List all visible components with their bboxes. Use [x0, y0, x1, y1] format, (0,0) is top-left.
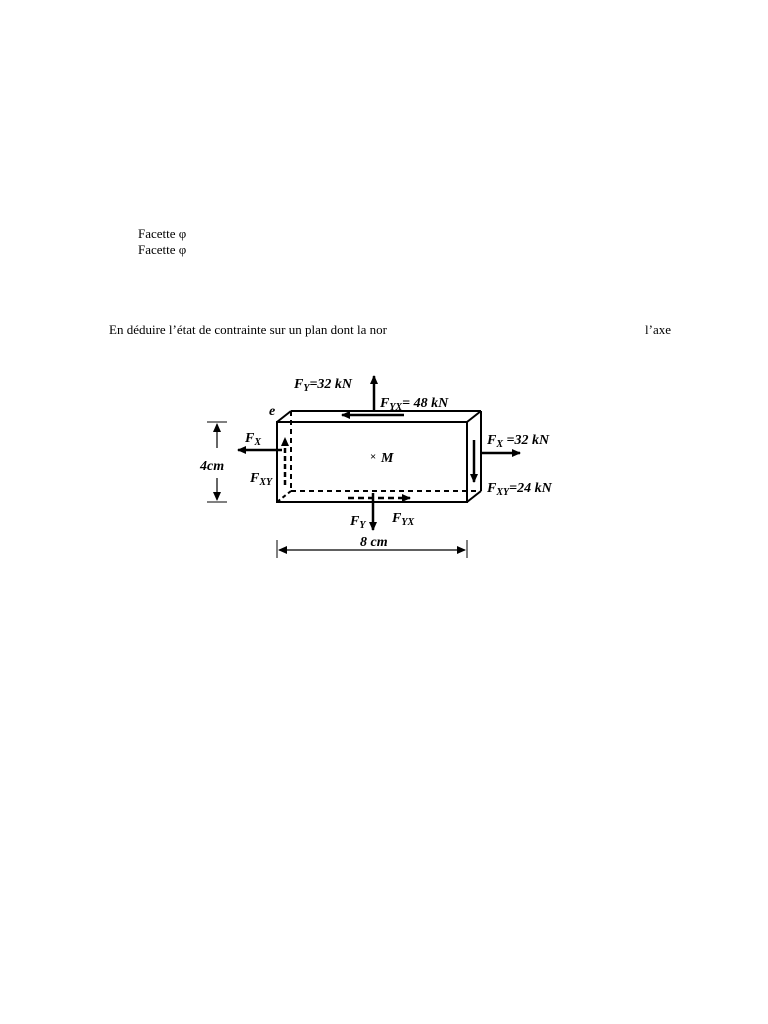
- fyx-bottom-label: FYX: [391, 511, 414, 528]
- svg-text:M: M: [380, 451, 394, 466]
- svg-text:×: ×: [370, 451, 376, 463]
- width-dimension: 8 cm: [276, 535, 468, 558]
- stress-element-figure: × M e FY=32 kN FYX= 48 kN FX F: [190, 360, 590, 560]
- fyx-top-label: FYX= 48 kN: [379, 396, 449, 413]
- fx-right-label: FX =32 kN: [486, 433, 550, 450]
- fy-bottom-label: FY: [349, 514, 366, 531]
- fxy-left-label: FXY: [249, 471, 273, 488]
- width-label: 8 cm: [360, 535, 388, 550]
- height-dimension: 4cm: [199, 421, 227, 503]
- question-text-end: l’axe: [645, 322, 671, 337]
- fx-left-label: FX: [244, 431, 261, 448]
- facette-line-1: Facette φ: [138, 226, 187, 241]
- question-text: En déduire l’état de contrainte sur un p…: [109, 322, 387, 337]
- fxy-right-label: FXY=24 kN: [486, 481, 553, 498]
- point-M: × M: [370, 451, 394, 466]
- element-box: [276, 410, 482, 503]
- facette-line-2: Facette φ: [138, 242, 187, 257]
- height-label: 4cm: [199, 459, 224, 474]
- fy-top-label: FY=32 kN: [293, 377, 353, 394]
- label-e: e: [269, 404, 275, 419]
